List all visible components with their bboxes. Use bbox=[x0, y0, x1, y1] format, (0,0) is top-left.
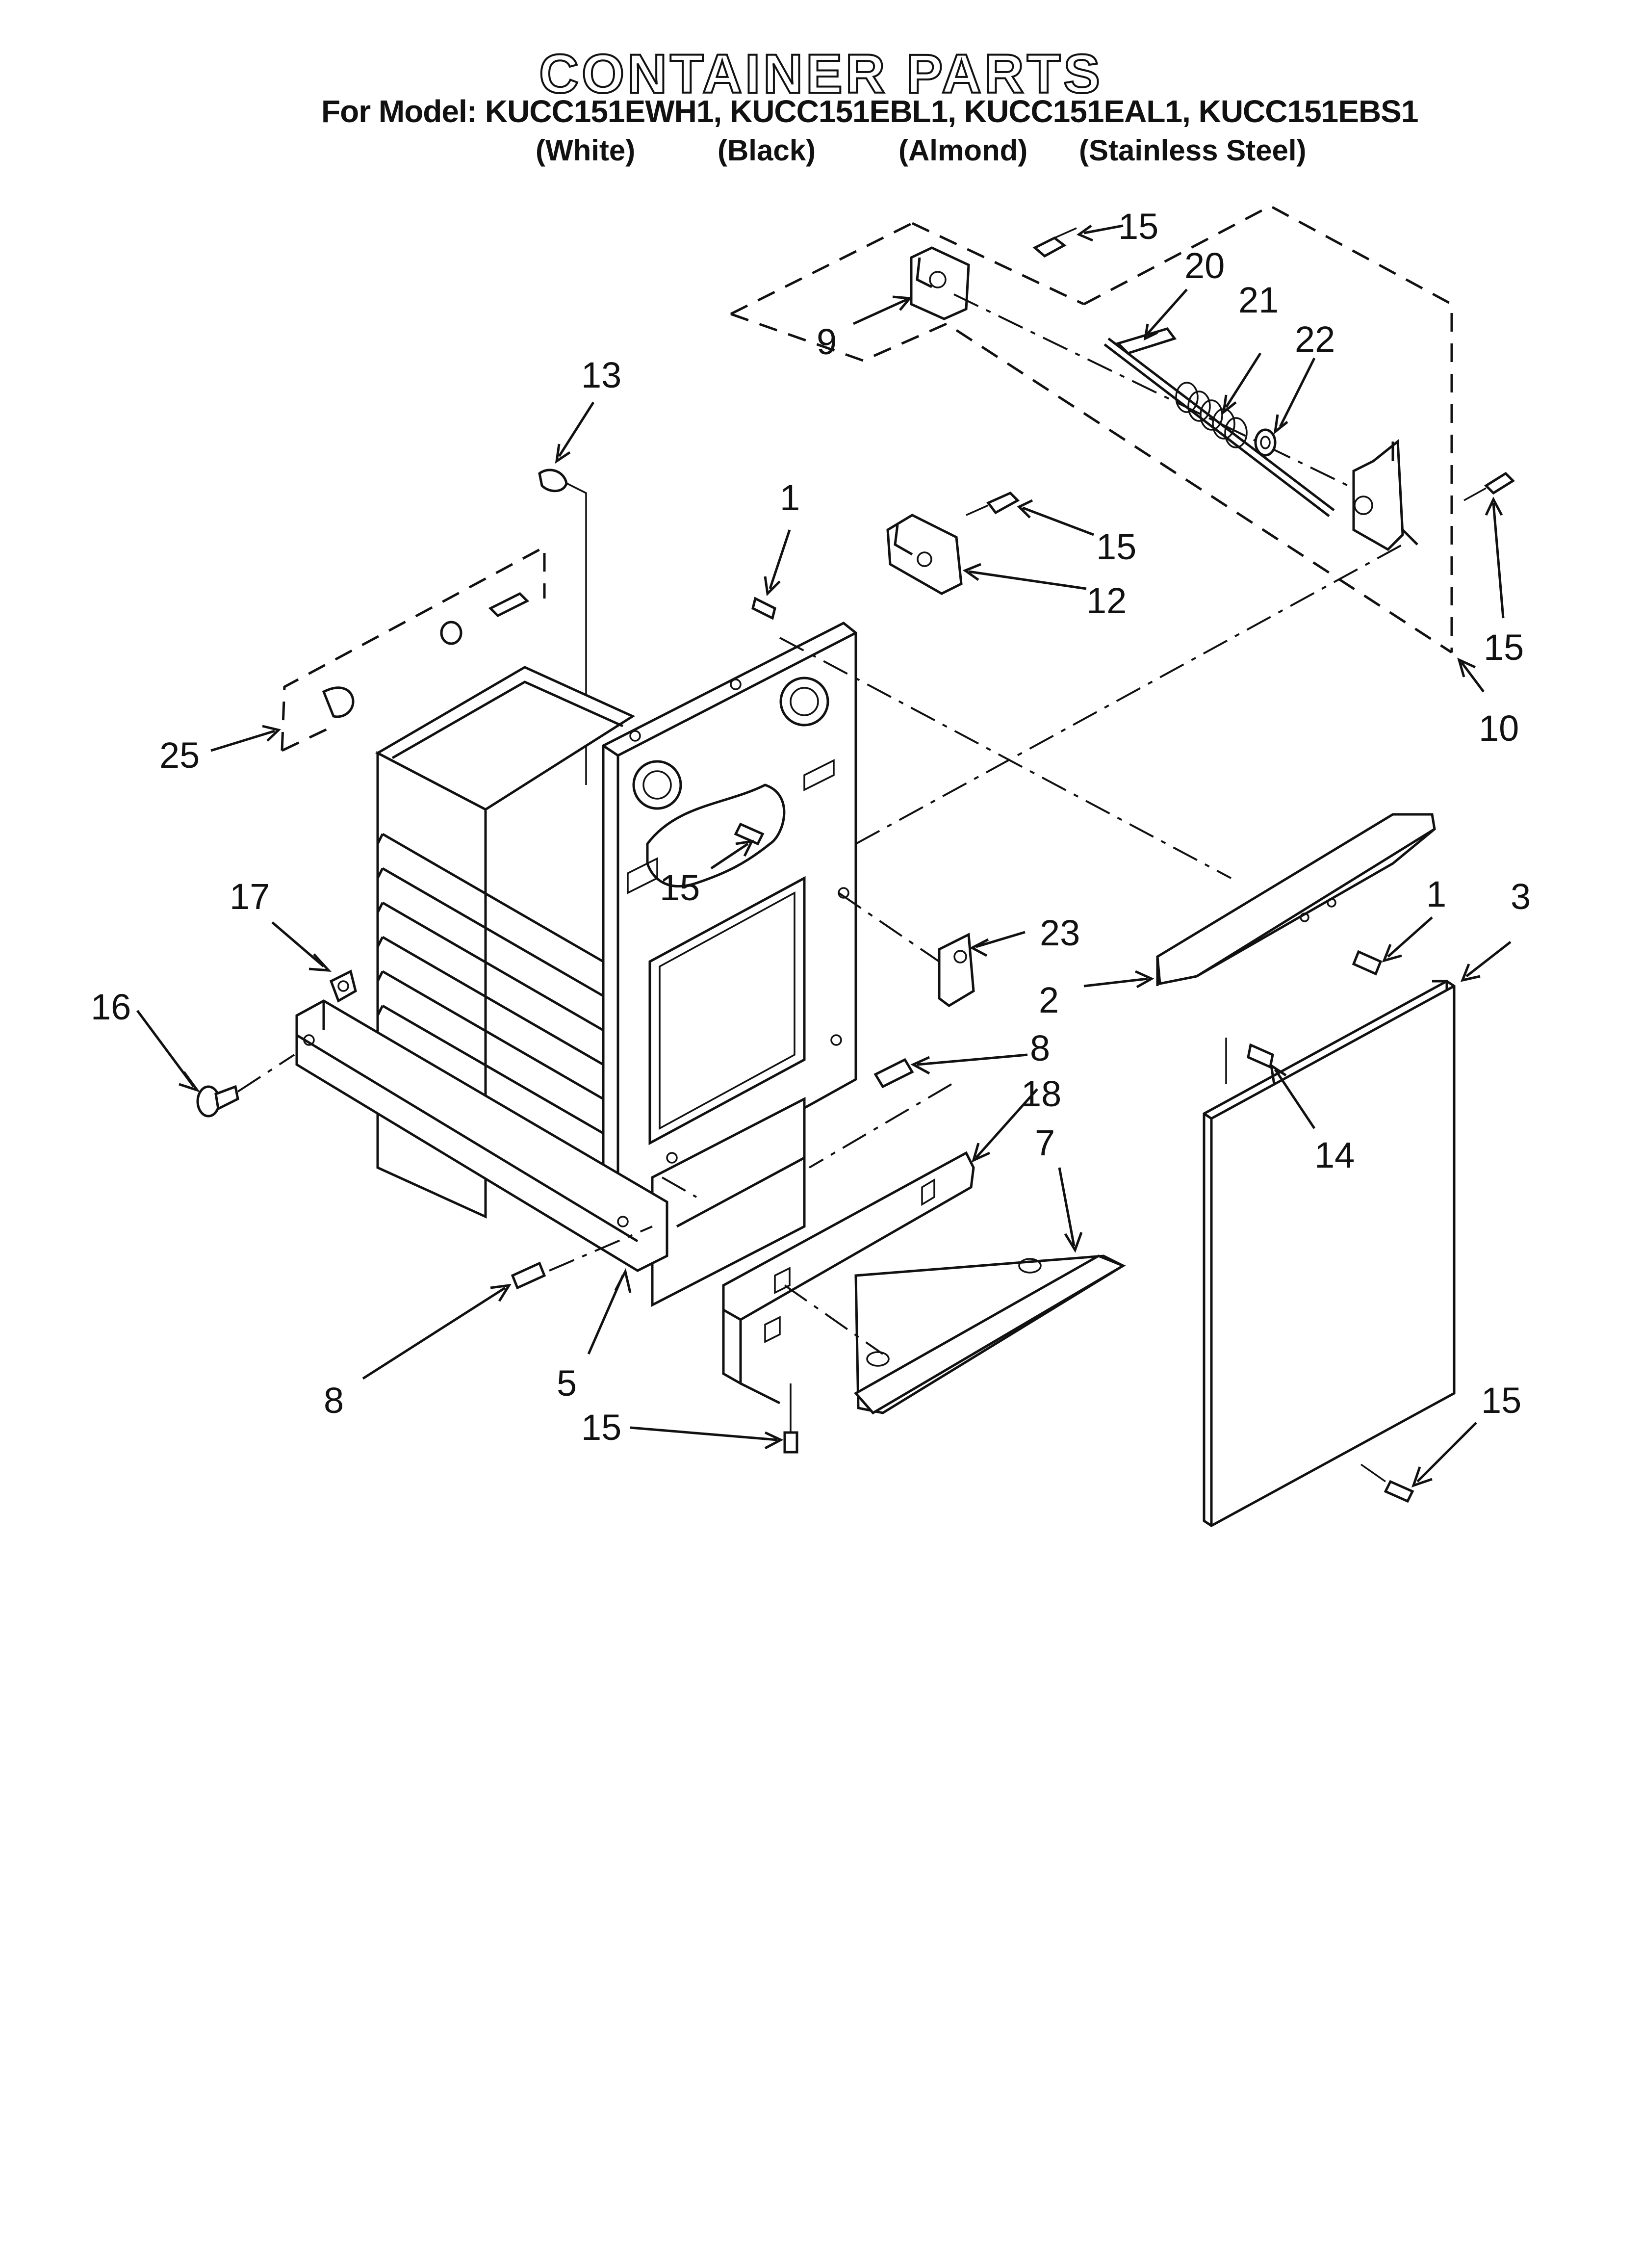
part-9-hinge-bracket bbox=[910, 246, 1369, 496]
callout-9: 9 bbox=[817, 321, 837, 362]
callout-25: 25 bbox=[159, 735, 200, 776]
callout-17: 17 bbox=[230, 876, 270, 917]
color-label-stainless: (Stainless Steel) bbox=[1079, 134, 1307, 167]
callout-10: 10 bbox=[1479, 708, 1519, 749]
part-8-screw-upper bbox=[873, 1058, 914, 1089]
callout-12: 12 bbox=[1086, 580, 1127, 621]
callout-3: 3 bbox=[1511, 876, 1531, 917]
part-25-leveler-kit bbox=[281, 545, 546, 752]
callout-8-upper: 8 bbox=[1030, 1028, 1050, 1069]
part-15-screw-inner bbox=[734, 822, 765, 846]
part-17-bushing bbox=[329, 969, 357, 1003]
part-12-bracket bbox=[886, 514, 963, 595]
callout-15-bottom: 15 bbox=[581, 1407, 621, 1448]
part-1-screw-right bbox=[1352, 950, 1383, 976]
part-15-screw-mid bbox=[966, 492, 1020, 516]
callout-1-right: 1 bbox=[1426, 874, 1446, 914]
part-20-hinge-pin bbox=[1103, 327, 1335, 517]
diagram-title: CONTAINER PARTS bbox=[538, 42, 1103, 105]
part-14-screw bbox=[1225, 1038, 1274, 1084]
callout-2: 2 bbox=[1039, 980, 1059, 1020]
color-label-black: (Black) bbox=[718, 134, 816, 167]
callout-1-top: 1 bbox=[780, 477, 800, 518]
part-15-screw-right bbox=[1463, 471, 1515, 501]
part-16-screw bbox=[196, 1054, 295, 1118]
container-back-panel bbox=[602, 622, 857, 1213]
part-10-hinge-bracket bbox=[1352, 439, 1418, 551]
callout-13: 13 bbox=[581, 355, 621, 395]
callout-15-top: 15 bbox=[1118, 206, 1158, 247]
part-5-base-rail bbox=[295, 999, 668, 1272]
callout-15-mid: 15 bbox=[1096, 526, 1136, 567]
callout-22: 22 bbox=[1295, 319, 1335, 360]
part-22-washer bbox=[1254, 428, 1277, 457]
callout-23: 23 bbox=[1040, 912, 1080, 953]
callout-20: 20 bbox=[1184, 245, 1225, 286]
color-label-white: (White) bbox=[536, 134, 636, 167]
model-list: For Model: KUCC151EWH1, KUCC151EBL1, KUC… bbox=[321, 94, 1418, 129]
callout-21: 21 bbox=[1238, 280, 1279, 320]
part-1-screw-top bbox=[751, 597, 776, 620]
color-label-almond: (Almond) bbox=[898, 134, 1028, 167]
part-2-top-trim bbox=[1156, 813, 1436, 986]
part-15-screw-bottom bbox=[783, 1383, 798, 1454]
hinge-group-outline bbox=[730, 205, 1453, 654]
part-13-screw bbox=[538, 469, 587, 785]
callout-8-lower: 8 bbox=[324, 1380, 344, 1421]
callout-arrows bbox=[136, 224, 1512, 1488]
part-18-slide-bracket bbox=[722, 1151, 975, 1405]
callout-18: 18 bbox=[1021, 1073, 1061, 1114]
part-7-drawer-handle bbox=[784, 1254, 1126, 1415]
part-8-screw-lower bbox=[511, 1261, 546, 1290]
callout-14: 14 bbox=[1314, 1135, 1355, 1175]
part-15-screw-top bbox=[1032, 227, 1077, 258]
assembly-leader-lines bbox=[549, 544, 1403, 1272]
part-3-side-panel bbox=[1203, 980, 1456, 1527]
part-15-screw-bottom-right bbox=[1360, 1463, 1414, 1503]
callout-15-bottom-right: 15 bbox=[1481, 1380, 1521, 1421]
callout-labels: 15 20 21 22 9 13 1 15 12 15 10 25 15 1 3… bbox=[91, 206, 1531, 1448]
callout-15-inner: 15 bbox=[660, 867, 700, 908]
part-23-clip bbox=[838, 892, 975, 1008]
callout-15-right: 15 bbox=[1484, 627, 1524, 668]
callout-5: 5 bbox=[557, 1363, 577, 1404]
callout-16: 16 bbox=[91, 987, 131, 1027]
callout-7: 7 bbox=[1035, 1122, 1055, 1163]
